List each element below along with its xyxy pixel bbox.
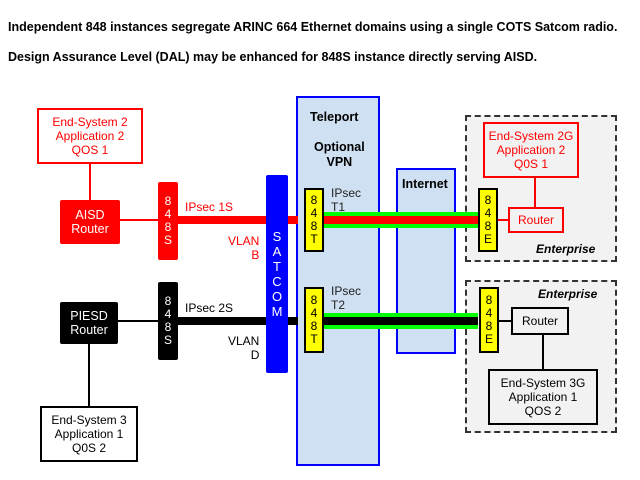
chip-char: E: [484, 332, 493, 346]
chip-char: S: [163, 233, 172, 247]
router-top: Router: [508, 207, 564, 233]
end-system-3g-name: End-System 3G: [500, 376, 586, 390]
satcom-char: A: [272, 244, 282, 259]
es2g-to-router-line: [534, 178, 536, 208]
end-system-2-qos: QOS 1: [71, 143, 109, 157]
enterprise-bottom-label: Enterprise: [538, 287, 598, 301]
end-system-2-app: Application 2: [55, 129, 125, 143]
chip-char: 8: [164, 320, 172, 334]
ipsec-t2-label: IPsec T2: [331, 284, 361, 312]
satcom-radio: S A T C O M: [266, 175, 288, 373]
chip-char: 8: [310, 293, 318, 307]
internet-title: Internet: [402, 177, 448, 191]
chip-848s-black: 8 4 8 S: [158, 282, 178, 360]
848e-to-router-line-top: [498, 219, 508, 221]
end-system-2g-name: End-System 2G: [488, 129, 574, 143]
chip-char: 4: [164, 207, 172, 221]
end-system-2g-box: End-System 2G Application 2 Q0S 1: [483, 122, 579, 178]
chip-848t-1: 8 4 8 T: [304, 188, 324, 252]
chip-848t-2: 8 4 8 T: [304, 287, 324, 353]
chip-char: 4: [484, 206, 492, 220]
vlan-d-letter: D: [250, 348, 260, 362]
vlan-d-word: VLAN: [228, 334, 260, 348]
848e-to-router-line-bottom: [499, 320, 511, 322]
tunnel-t2-inner: [324, 317, 478, 325]
end-system-3-name: End-System 3: [51, 413, 127, 427]
router-to-es3g-line: [542, 335, 544, 369]
chip-848s-red: 8 4 8 S: [158, 182, 178, 260]
optional-vpn-label: Optional VPN: [314, 140, 365, 170]
caption-line-2: Design Assurance Level (DAL) may be enha…: [8, 50, 538, 64]
chip-char: 8: [484, 219, 492, 233]
satcom-char: S: [272, 229, 282, 244]
chip-char: 4: [310, 206, 318, 220]
aisd-router-label-1: AISD: [75, 208, 105, 222]
satcom-char: C: [272, 274, 282, 289]
end-system-3g-qos: QOS 2: [524, 404, 562, 418]
chip-char: 8: [484, 193, 492, 207]
chip-char: T: [310, 232, 318, 246]
t2-word: T2: [331, 298, 346, 312]
vlan-b-letter: B: [251, 248, 260, 262]
ipsec-2s-label: IPsec 2S: [185, 301, 234, 315]
end-system-3-app: Application 1: [54, 427, 124, 441]
chip-char: 8: [164, 220, 172, 234]
chip-char: E: [483, 232, 492, 246]
satcom-char: O: [271, 289, 283, 304]
end-system-2-box: End-System 2 Application 2 QOS 1: [37, 108, 143, 164]
red-trunk-line: [176, 216, 298, 224]
optional-word: Optional: [314, 140, 365, 154]
aisd-router: AISD Router: [60, 200, 120, 244]
enterprise-top-label: Enterprise: [536, 242, 596, 256]
piesd-router-label-1: PIESD: [70, 309, 108, 323]
piesd-router: PIESD Router: [60, 302, 118, 344]
satcom-char: T: [273, 259, 281, 274]
chip-char: 4: [485, 306, 493, 320]
piesd-to-848s-line: [118, 320, 160, 322]
tunnel-t1-inner: [324, 216, 478, 224]
end-system-2g-qos: Q0S 1: [513, 157, 549, 171]
chip-848e-1: 8 4 8 E: [478, 188, 498, 252]
chip-char: 4: [310, 306, 318, 320]
chip-char: 8: [164, 194, 172, 208]
chip-char: 8: [485, 293, 493, 307]
piesd-router-label-2: Router: [70, 323, 108, 337]
router-bottom: Router: [511, 307, 569, 335]
ipsec-word: IPsec: [331, 284, 362, 298]
chip-char: 8: [310, 193, 318, 207]
end-system-2g-app: Application 2: [496, 143, 566, 157]
end-system-3-qos: Q0S 2: [71, 441, 107, 455]
teleport-title: Teleport: [310, 110, 359, 124]
end-system-3g-app: Application 1: [508, 390, 578, 404]
aisd-router-label-2: Router: [71, 222, 109, 236]
t1-word: T1: [331, 200, 346, 214]
chip-char: 4: [164, 307, 172, 321]
es2-to-aisd-line: [89, 162, 91, 202]
chip-char: 8: [485, 319, 493, 333]
ipsec-t1-label: IPsec T1: [331, 186, 361, 214]
end-system-3g-box: End-System 3G Application 1 QOS 2: [488, 369, 598, 425]
chip-char: 8: [164, 294, 172, 308]
chip-char: 8: [310, 219, 318, 233]
chip-char: S: [163, 333, 172, 347]
vpn-word: VPN: [326, 155, 353, 169]
satcom-char: M: [271, 304, 283, 319]
caption-line-1: Independent 848 instances segregate ARIN…: [8, 20, 618, 34]
vlan-b-label: VLAN B: [228, 234, 259, 262]
end-system-3-box: End-System 3 Application 1 Q0S 2: [40, 406, 138, 462]
teleport-zone: [296, 96, 380, 466]
ipsec-word: IPsec: [331, 186, 362, 200]
vlan-b-word: VLAN: [228, 234, 260, 248]
aisd-to-848s-line: [120, 219, 160, 221]
piesd-to-es3-line: [88, 342, 90, 406]
black-trunk-line: [176, 317, 298, 325]
vlan-d-label: VLAN D: [228, 334, 259, 362]
end-system-2-name: End-System 2: [52, 115, 128, 129]
chip-848e-2: 8 4 8 E: [479, 287, 499, 353]
chip-char: T: [310, 332, 318, 346]
ipsec-1s-label: IPsec 1S: [185, 200, 234, 214]
chip-char: 8: [310, 319, 318, 333]
